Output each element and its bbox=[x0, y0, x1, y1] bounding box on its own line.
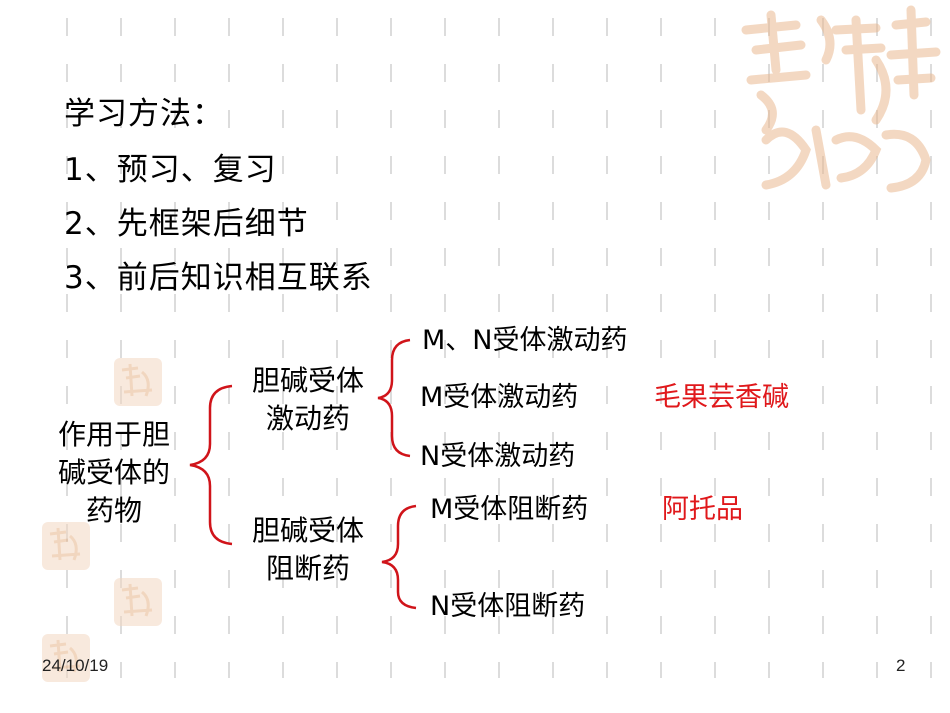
example-agonist: 毛果芸香碱 bbox=[654, 382, 789, 413]
decorative-seal-icon bbox=[42, 522, 90, 570]
decorative-seal-icon bbox=[741, 5, 941, 193]
leaf-m-antagonist: M受体阻断药 bbox=[430, 494, 589, 525]
leaf-n-agonist: N受体激动药 bbox=[420, 441, 576, 472]
method-heading: 学习方法： bbox=[64, 96, 224, 132]
antagonist-brace bbox=[381, 504, 417, 610]
branch-agonist-line: 激动药 bbox=[265, 402, 350, 435]
root-label-line: 药物 bbox=[85, 494, 142, 527]
root-brace bbox=[189, 384, 233, 546]
branch-antagonist-line: 阻断药 bbox=[265, 552, 350, 585]
method-item-1: 1、预习、复习 bbox=[64, 152, 277, 188]
decorative-seal-icon bbox=[114, 358, 162, 406]
root-label-line: 作用于胆 bbox=[57, 418, 170, 451]
method-item-2: 2、先框架后细节 bbox=[64, 206, 309, 242]
leaf-n-antagonist: N受体阻断药 bbox=[430, 591, 586, 622]
leaf-m-agonist: M受体激动药 bbox=[420, 382, 579, 413]
page-number: 2 bbox=[896, 656, 906, 675]
footer-date: 24/10/19 bbox=[42, 656, 109, 675]
branch-agonist-line: 胆碱受体 bbox=[251, 364, 364, 397]
decorative-seal-icon bbox=[114, 578, 162, 626]
root-label-line: 碱受体的 bbox=[57, 456, 170, 489]
method-item-3: 3、前后知识相互联系 bbox=[64, 260, 373, 296]
branch-agonist: 胆碱受体 激动药 bbox=[240, 362, 376, 438]
root-label: 作用于胆 碱受体的 药物 bbox=[44, 416, 184, 530]
agonist-brace bbox=[377, 338, 411, 458]
branch-antagonist-line: 胆碱受体 bbox=[251, 514, 364, 547]
decorative-seal-icon bbox=[42, 634, 90, 682]
leaf-mn-agonist: M、N受体激动药 bbox=[422, 325, 628, 356]
branch-antagonist: 胆碱受体 阻断药 bbox=[240, 512, 376, 588]
example-antagonist: 阿托品 bbox=[662, 494, 743, 525]
